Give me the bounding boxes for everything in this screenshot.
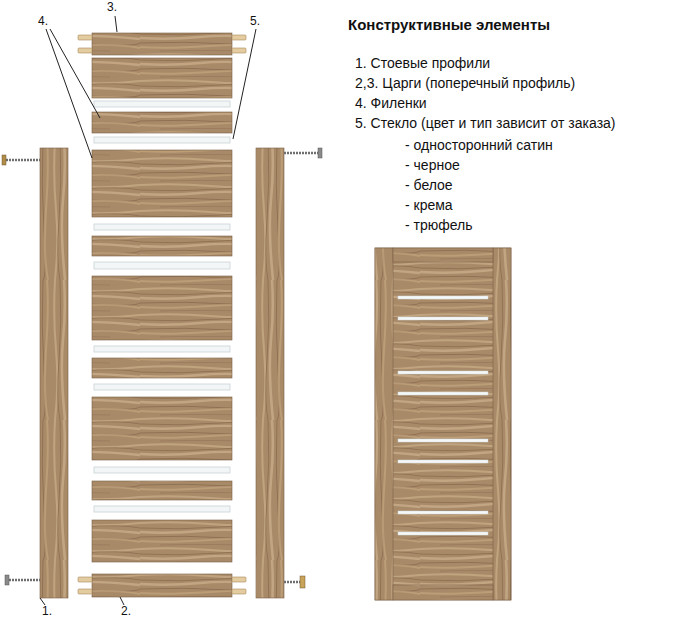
screw — [318, 148, 322, 158]
leader-line — [233, 29, 256, 139]
glass-strip — [94, 101, 230, 107]
glass-option: - черное — [405, 157, 460, 174]
leader-line — [120, 597, 124, 605]
panel — [92, 58, 232, 98]
assembled-door — [398, 296, 488, 299]
assembled-door — [398, 392, 488, 395]
legend-item: 5. Стекло (цвет и тип зависит от заказа) — [355, 115, 616, 132]
dowel — [232, 589, 246, 594]
assembled-door — [398, 511, 488, 514]
assembled-door — [493, 248, 511, 600]
glass-strip — [94, 224, 230, 230]
legend-item: 4. Филенки — [355, 95, 427, 112]
legend-item: 1. Стоевые профили — [355, 55, 490, 72]
title: Конструктивные элементы — [348, 16, 550, 34]
glass-strip — [94, 506, 230, 512]
assembled-door — [398, 317, 488, 320]
panel — [92, 520, 232, 562]
panel — [92, 112, 232, 133]
screw — [2, 148, 322, 588]
assembled-door — [375, 248, 511, 600]
glass-strip — [94, 101, 230, 512]
dowel — [78, 35, 246, 594]
legend-item: 2,3. Царги (поперечный профиль) — [355, 75, 575, 92]
panel — [92, 397, 232, 460]
glass-strip — [94, 346, 230, 352]
panel — [92, 58, 232, 562]
assembled-door — [393, 248, 493, 262]
leader-line — [50, 29, 100, 118]
assembled-door — [375, 248, 511, 600]
screw — [5, 575, 9, 585]
stile-profile — [256, 148, 284, 598]
glass-strip — [94, 137, 230, 143]
dowel — [232, 48, 246, 53]
glass-strip — [94, 467, 230, 473]
screw — [300, 576, 305, 588]
glass-option: - крема — [405, 197, 453, 214]
dowel — [232, 577, 246, 582]
leader-line — [115, 16, 117, 32]
assembled-door — [398, 439, 488, 442]
callout-number: 1. — [42, 604, 52, 618]
callout-number: 5. — [250, 14, 260, 28]
panel — [92, 150, 232, 217]
glass-option: - белое — [405, 177, 453, 194]
panel — [92, 276, 232, 340]
panel — [92, 481, 232, 500]
assembled-door — [398, 296, 488, 535]
callout-number: 3. — [107, 0, 117, 14]
dowel — [78, 35, 92, 40]
rail-profile — [92, 33, 232, 55]
glass-strip — [94, 262, 230, 269]
dowel — [78, 577, 92, 582]
assembled-door — [375, 248, 393, 600]
stile-profile — [40, 148, 284, 598]
rail-profile — [92, 574, 232, 597]
dowel — [78, 48, 92, 53]
leader-line — [40, 598, 45, 605]
glass-option: - трюфель — [405, 217, 473, 234]
screw — [9, 579, 40, 582]
callout-number: 2. — [121, 604, 131, 618]
screw — [6, 159, 40, 162]
rail-profile — [92, 33, 232, 597]
screw — [284, 152, 318, 155]
dowel — [78, 589, 92, 594]
leader-line — [46, 29, 92, 158]
panel — [92, 236, 232, 256]
screw — [2, 155, 6, 165]
stile-profile — [40, 148, 68, 598]
dowel — [232, 35, 246, 40]
glass-strip — [94, 384, 230, 390]
assembled-door — [398, 532, 488, 535]
glass-option: - односторонний сатин — [405, 137, 553, 154]
assembled-door — [398, 371, 488, 374]
screw — [284, 581, 300, 584]
callout-number: 4. — [38, 14, 48, 28]
leader-line — [40, 16, 256, 605]
assembled-door — [393, 585, 493, 600]
panel — [92, 358, 232, 378]
assembled-door — [398, 460, 488, 463]
